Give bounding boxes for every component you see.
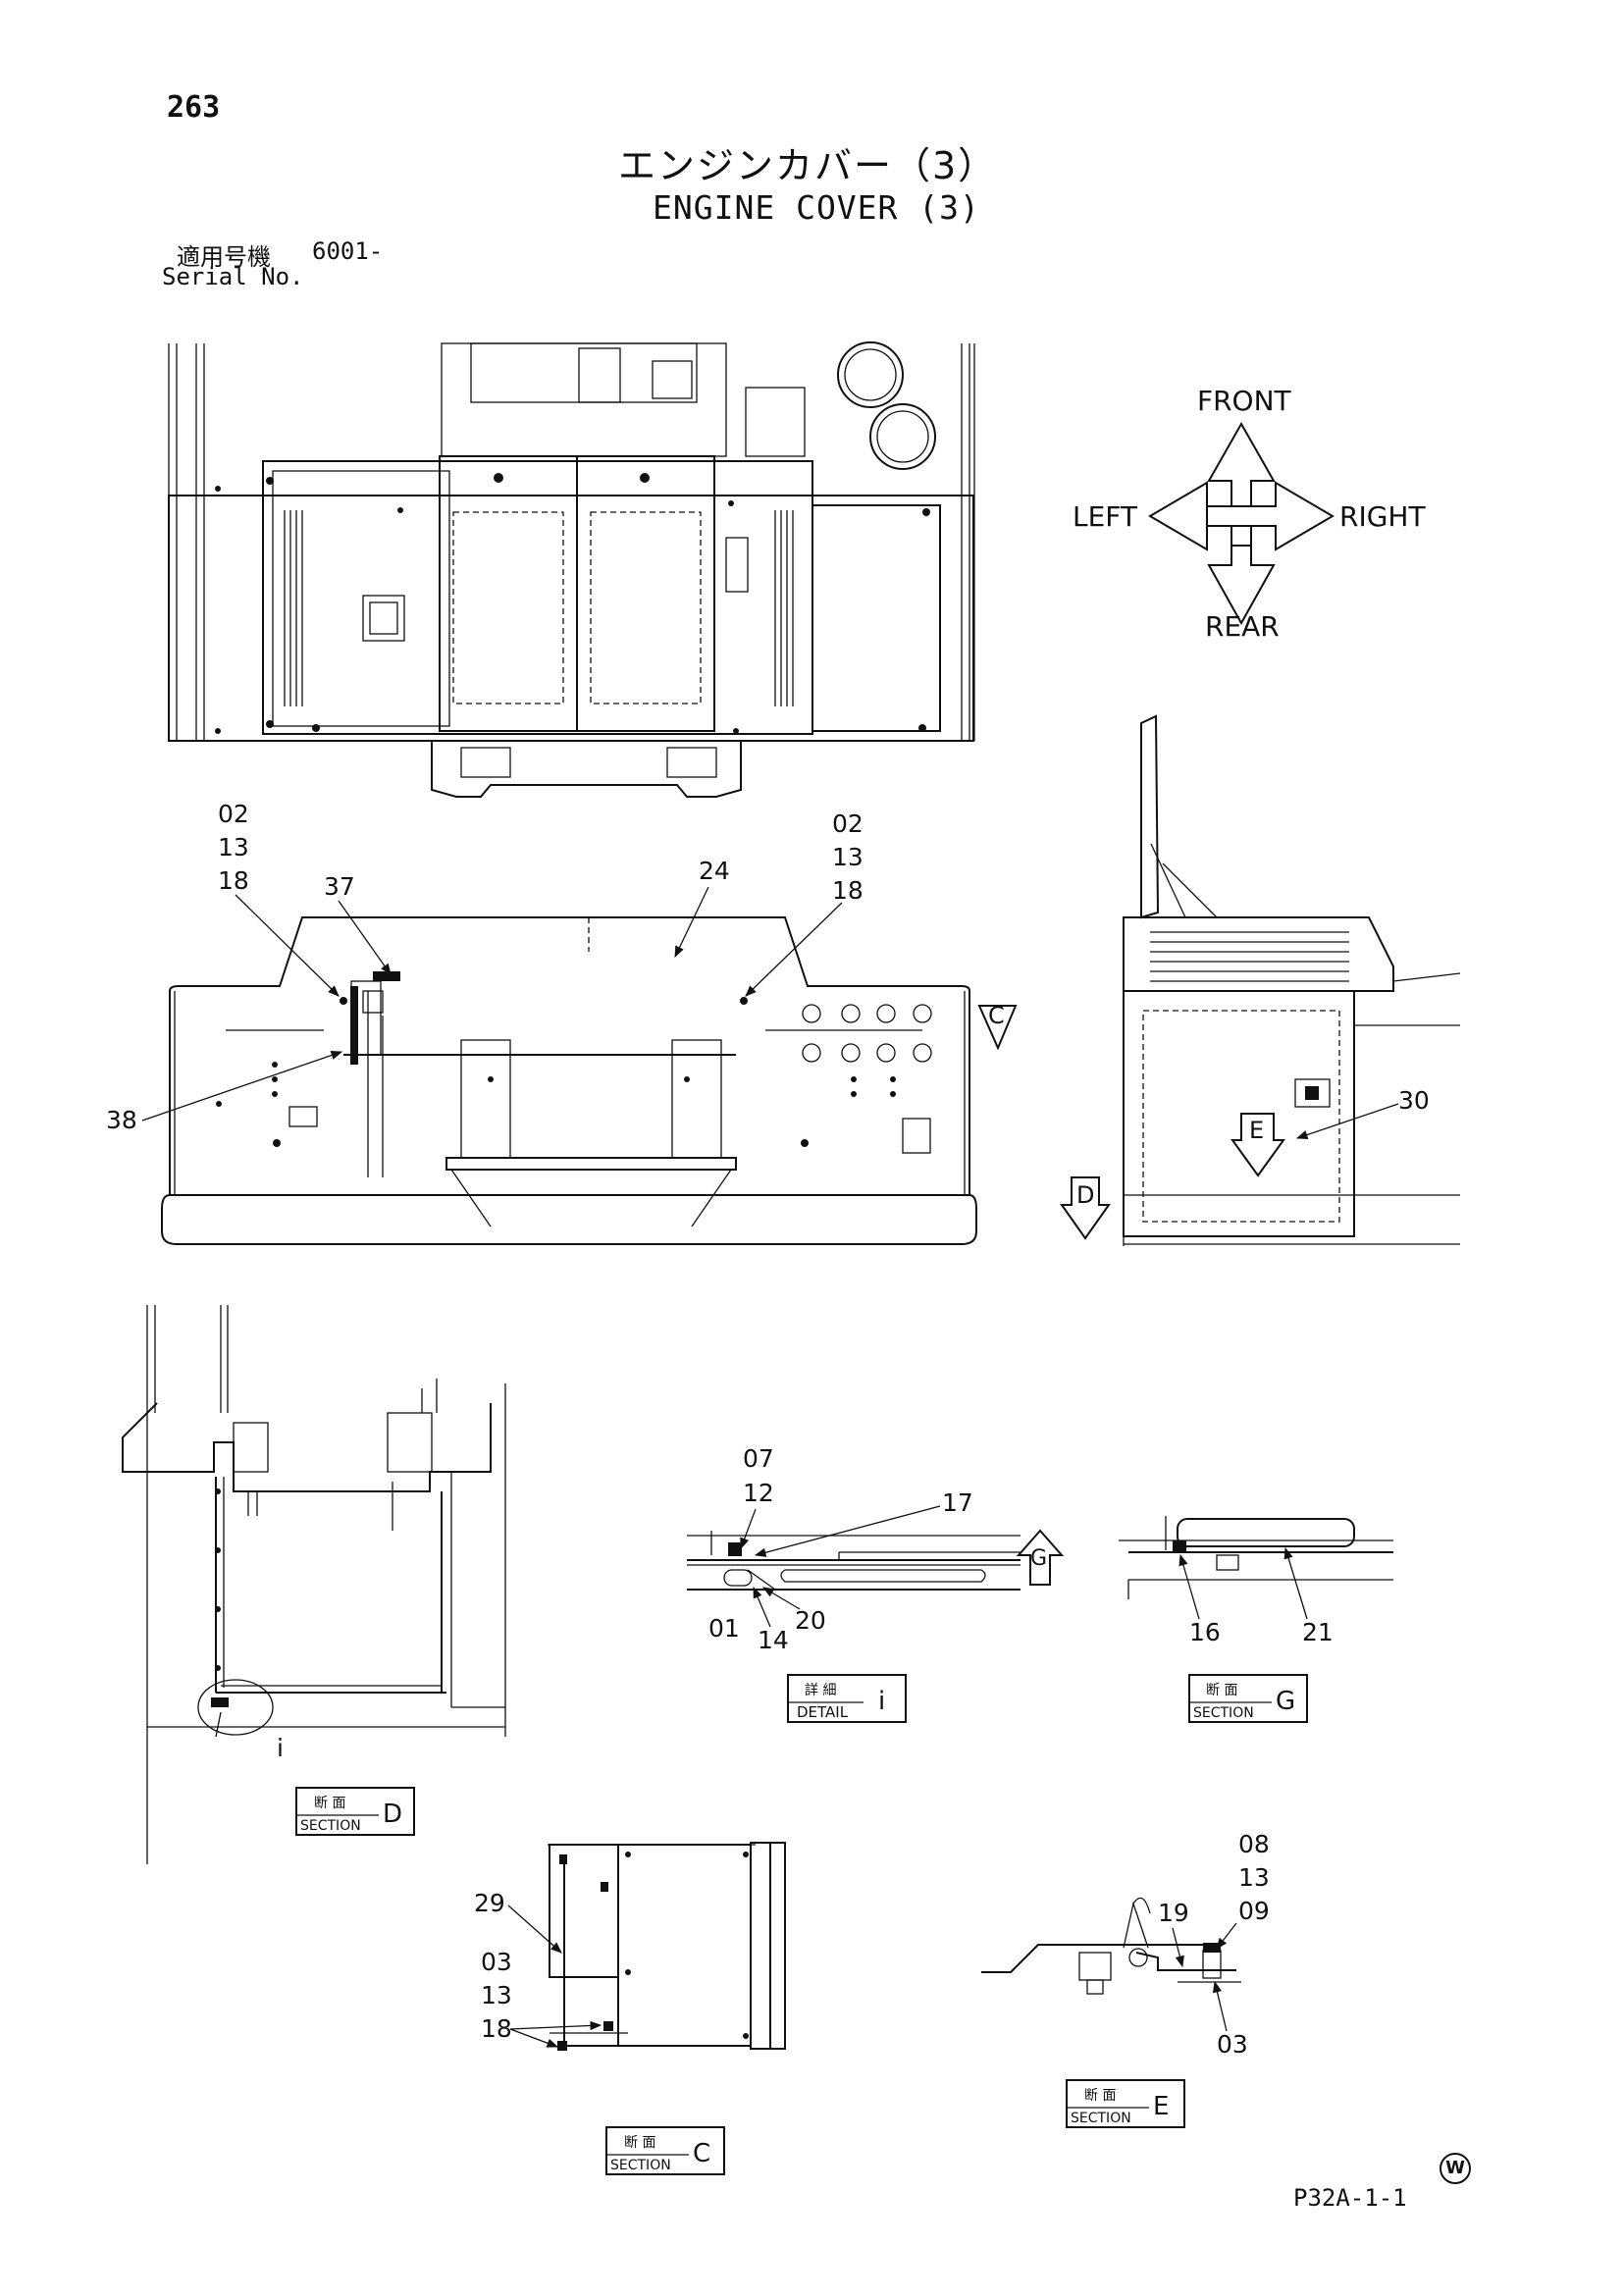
top-plan-view xyxy=(168,341,975,798)
detail-i-marker: i xyxy=(277,1734,284,1762)
serial-label-japanese: 適用号機 xyxy=(177,243,271,271)
view-arrow-d-letter: D xyxy=(1076,1181,1094,1209)
label-section-d: 断 面 SECTION D xyxy=(295,1787,415,1836)
label-section-c-id: C xyxy=(693,2139,710,2168)
callout-top-left-3: 18 xyxy=(218,866,249,895)
front-view-callouts: 02 13 18 02 13 18 37 24 38 xyxy=(106,800,864,1134)
label-detail-i-ja: 詳 細 xyxy=(805,1683,836,1698)
callout-37: 37 xyxy=(324,872,355,901)
callout-top-right-1: 02 xyxy=(832,809,864,838)
direction-right: RIGHT xyxy=(1339,500,1426,533)
callout-20: 20 xyxy=(795,1606,826,1635)
label-section-g-en: SECTION xyxy=(1193,1705,1254,1721)
label-section-c-en: SECTION xyxy=(610,2158,671,2173)
watermark-w: W xyxy=(1440,2153,1471,2184)
view-arrow-c-letter: C xyxy=(988,1002,1005,1029)
section-g-drawing: 16 21 xyxy=(1119,1516,1393,1646)
callout-03: 03 xyxy=(1217,2030,1248,2059)
section-c-drawing: 29 03 13 18 xyxy=(474,1842,786,2051)
label-section-d-id: D xyxy=(383,1800,402,1829)
view-arrow-e-letter: E xyxy=(1249,1117,1264,1144)
view-arrow-g-letter: G xyxy=(1030,1546,1047,1571)
label-section-e-id: E xyxy=(1153,2092,1169,2121)
callout-19: 19 xyxy=(1158,1899,1189,1927)
callout-top-right-3: 18 xyxy=(832,876,864,905)
callout-section-c-2: 13 xyxy=(481,1981,512,2009)
title-japanese: エンジンカバー（3） xyxy=(618,144,998,187)
page-number: 263 xyxy=(167,90,221,125)
label-section-e-en: SECTION xyxy=(1071,2111,1131,2126)
drawing-code: P32A-1-1 xyxy=(1293,2184,1407,2212)
callout-14: 14 xyxy=(758,1626,789,1654)
label-section-e-ja: 断 面 xyxy=(1084,2088,1116,2104)
label-section-e: 断 面 SECTION E xyxy=(1066,2079,1185,2128)
callout-section-e-3: 09 xyxy=(1238,1897,1270,1925)
label-detail-i-id: i xyxy=(878,1687,885,1716)
callout-29: 29 xyxy=(474,1889,505,1917)
label-section-d-en: SECTION xyxy=(300,1818,361,1834)
label-section-g-id: G xyxy=(1276,1687,1295,1716)
callout-01: 01 xyxy=(708,1614,740,1643)
detail-i-drawing: G 07 12 17 01 14 20 xyxy=(687,1444,1065,1654)
label-detail-i: 詳 細 DETAIL i xyxy=(787,1674,907,1723)
engine-cover-front-view: C xyxy=(161,916,1018,1245)
callout-top-left-1: 02 xyxy=(218,800,249,828)
engine-cover-side-view: E D 30 xyxy=(1060,714,1461,1246)
callout-detail-i-2: 12 xyxy=(743,1479,774,1507)
label-section-d-ja: 断 面 xyxy=(314,1796,345,1811)
orientation-arrows: FRONT REAR LEFT RIGHT xyxy=(1073,385,1426,643)
callout-detail-i-1: 07 xyxy=(743,1444,774,1473)
direction-front: FRONT xyxy=(1197,385,1292,417)
label-section-g: 断 面 SECTION G xyxy=(1188,1674,1308,1723)
callout-21: 21 xyxy=(1302,1618,1334,1646)
label-section-c-ja: 断 面 xyxy=(624,2135,655,2151)
callout-top-right-2: 13 xyxy=(832,843,864,871)
callout-section-c-3: 18 xyxy=(481,2014,512,2043)
callout-38: 38 xyxy=(106,1106,137,1134)
callout-top-left-2: 13 xyxy=(218,833,249,861)
label-detail-i-en: DETAIL xyxy=(797,1703,849,1721)
callout-16: 16 xyxy=(1189,1618,1221,1646)
callout-24: 24 xyxy=(699,857,730,885)
direction-left: LEFT xyxy=(1073,500,1138,533)
serial-label-english: Serial No. xyxy=(162,263,304,290)
section-d-drawing: i xyxy=(122,1305,506,1864)
callout-section-e-1: 08 xyxy=(1238,1830,1270,1858)
callout-17: 17 xyxy=(942,1488,973,1517)
label-section-g-ja: 断 面 xyxy=(1206,1683,1237,1698)
callout-30: 30 xyxy=(1398,1086,1430,1115)
label-section-c: 断 面 SECTION C xyxy=(605,2126,725,2175)
serial-value: 6001- xyxy=(312,237,384,265)
callout-section-c-1: 03 xyxy=(481,1948,512,1976)
title-english: ENGINE COVER (3) xyxy=(653,188,980,227)
section-e-drawing: 08 13 09 19 03 xyxy=(981,1830,1270,2059)
direction-rear: REAR xyxy=(1205,610,1280,643)
callout-section-e-2: 13 xyxy=(1238,1863,1270,1892)
